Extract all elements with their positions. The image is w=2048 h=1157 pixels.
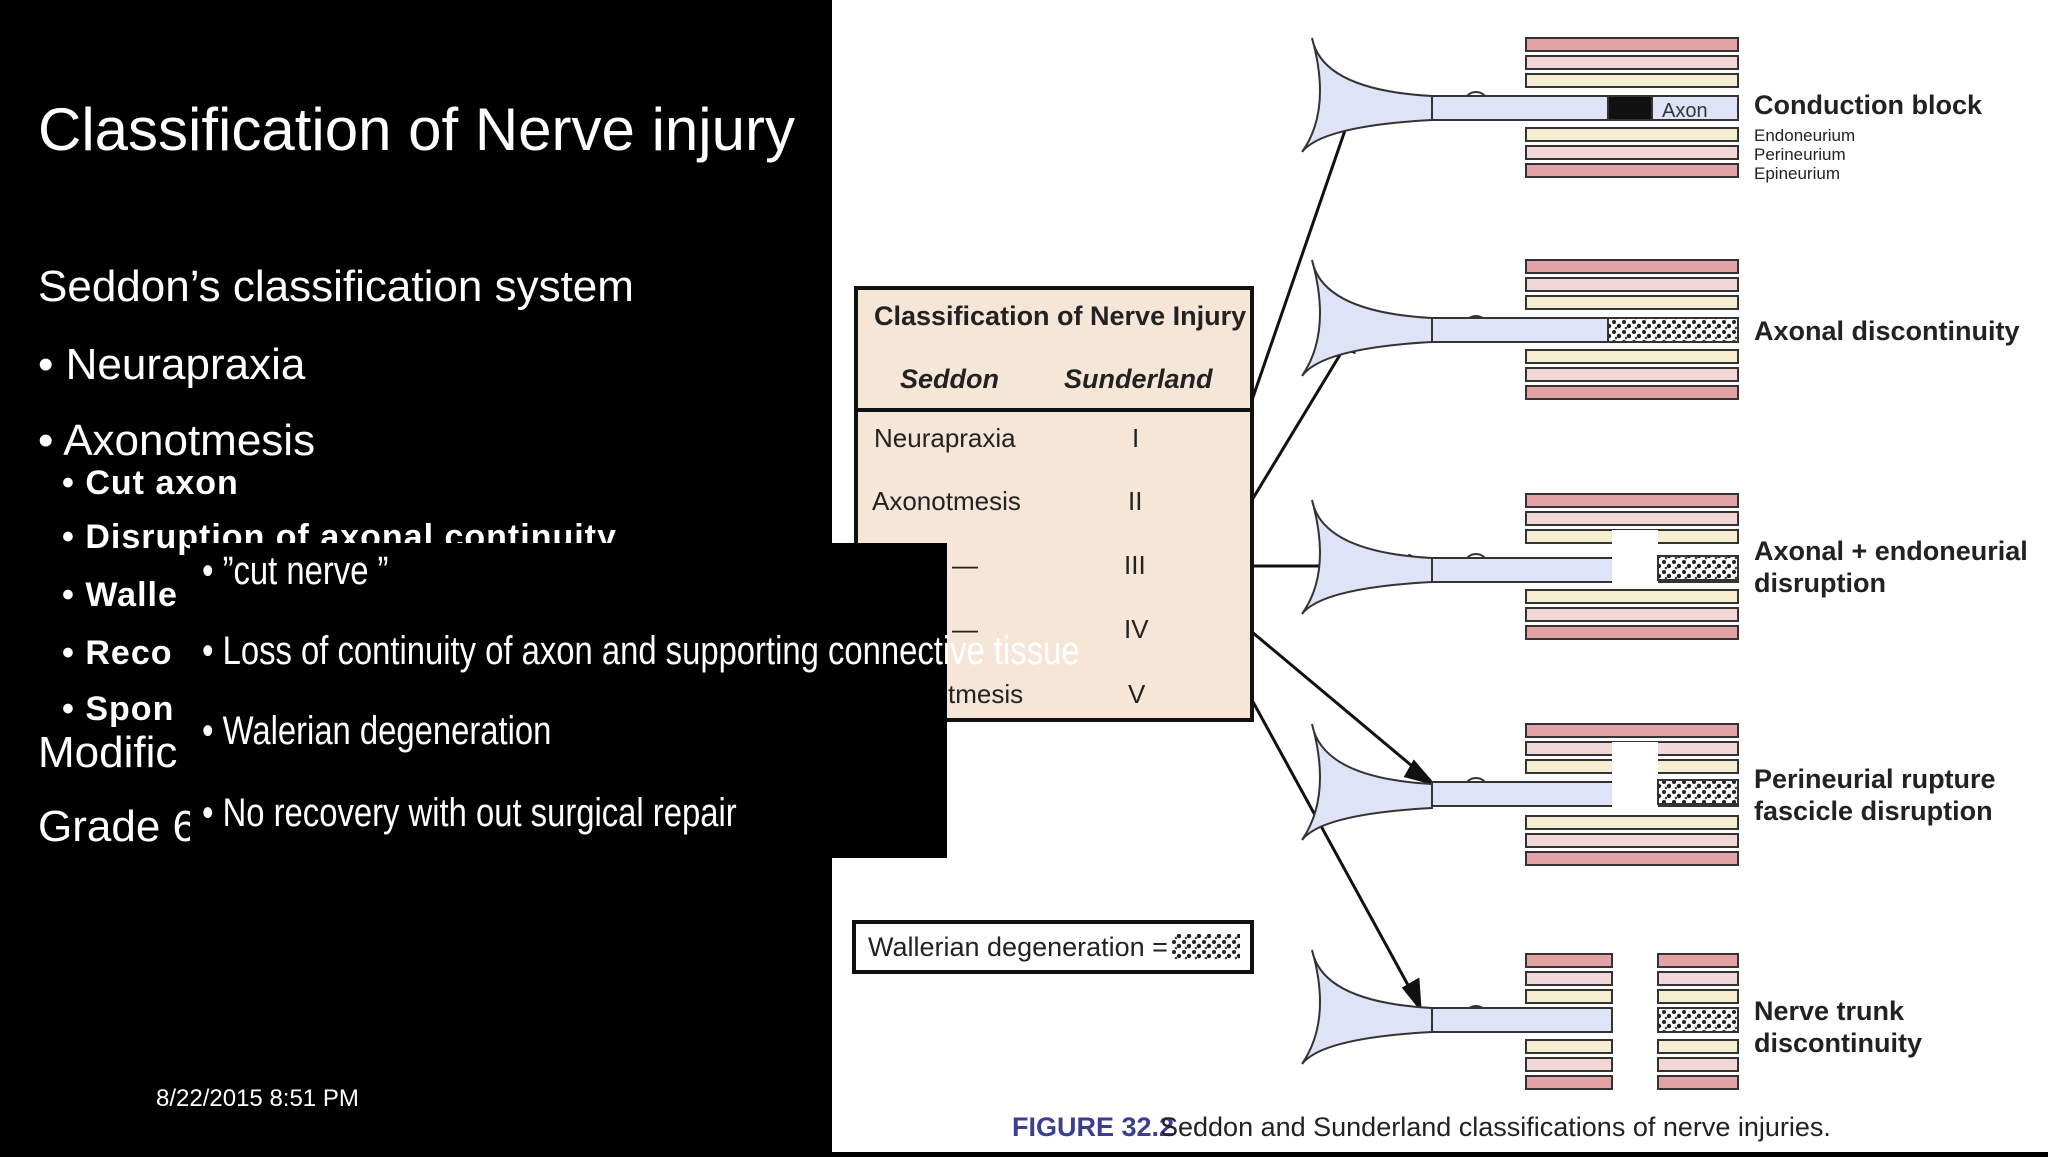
row2-sunderland: II [1128, 486, 1142, 516]
row4-seddon: — [952, 614, 978, 644]
nerve-axonal-endoneurial [1301, 493, 1739, 640]
axon-label: Axon [1662, 100, 1708, 122]
label-perineurial-2: fascicle disruption [1754, 796, 1993, 826]
subbullet-spon: • Spon [62, 690, 175, 728]
row1-sunderland: I [1132, 423, 1139, 453]
subbullet-cut-axon: • Cut axon [62, 464, 239, 502]
overlay-popup: • ”cut nerve ” • Loss of continuity of a… [190, 543, 1080, 858]
nerve-perineurial-rupture [1301, 723, 1739, 866]
row1-seddon: Neurapraxia [874, 423, 1016, 453]
label-axonal-discontinuity: Axonal discontinuity [1754, 316, 2020, 346]
legend-swatch [1172, 934, 1240, 960]
partial-modific: Modific [38, 728, 178, 777]
row3-seddon: — [952, 550, 978, 580]
table-title: Classification of Nerve Injury [874, 301, 1246, 331]
label-epineurium: Epineurium [1754, 164, 1840, 183]
subbullet-walle: • Walle [62, 576, 178, 614]
bullet-axonotmesis: • Axonotmesis [38, 416, 316, 465]
overlay-item-cut-nerve: • ”cut nerve ” [202, 549, 389, 593]
caption-prefix: FIGURE 32.2 [1012, 1112, 1174, 1142]
label-trunk-2: discontinuity [1754, 1028, 1922, 1058]
seddon-heading: Seddon’s classification system [38, 262, 634, 311]
figure-panel: Classification of Nerve Injury Seddon Su… [832, 0, 2048, 1152]
row5-seddon: tmesis [948, 679, 1023, 709]
col-sunderland: Sunderland [1064, 364, 1213, 394]
label-axonal-endoneurial-1: Axonal + endoneurial [1754, 536, 2028, 566]
nerve-conduction-block [1301, 37, 1739, 178]
label-perineurium: Perineurium [1754, 145, 1846, 164]
label-endoneurium: Endoneurium [1754, 126, 1855, 145]
overlay-item-walerian: • Walerian degeneration [202, 709, 552, 753]
nerve-injury-figure: Classification of Nerve Injury Seddon Su… [852, 37, 2028, 1142]
row4-sunderland: IV [1124, 614, 1149, 644]
caption-text: Seddon and Sunderland classifications of… [1160, 1112, 1831, 1142]
slide-title: Classification of Nerve injury [38, 96, 795, 163]
slide-timestamp: 8/22/2015 8:51 PM [156, 1085, 359, 1112]
label-axonal-endoneurial-2: disruption [1754, 568, 1886, 598]
label-perineurial-1: Perineurial rupture [1754, 764, 1996, 794]
nerve-trunk-discontinuity [1301, 949, 1739, 1090]
overlay-item-loss-of-continuity: • Loss of continuity of axon and support… [202, 629, 1080, 673]
label-conduction-block: Conduction block [1754, 90, 1983, 120]
nerve-axonal-discontinuity [1301, 259, 1739, 400]
row2-seddon: Axonotmesis [872, 486, 1021, 516]
bullet-neurapraxia: • Neurapraxia [38, 340, 306, 389]
subbullet-reco: • Reco [62, 634, 173, 672]
row5-sunderland: V [1128, 679, 1146, 709]
overlay-item-no-recovery: • No recovery with out surgical repair [202, 791, 737, 835]
row3-sunderland: III [1124, 550, 1146, 580]
col-seddon: Seddon [900, 364, 999, 394]
label-trunk-1: Nerve trunk [1754, 996, 1905, 1026]
partial-grade: Grade 6 [38, 802, 197, 851]
legend-text: Wallerian degeneration = [868, 932, 1168, 962]
